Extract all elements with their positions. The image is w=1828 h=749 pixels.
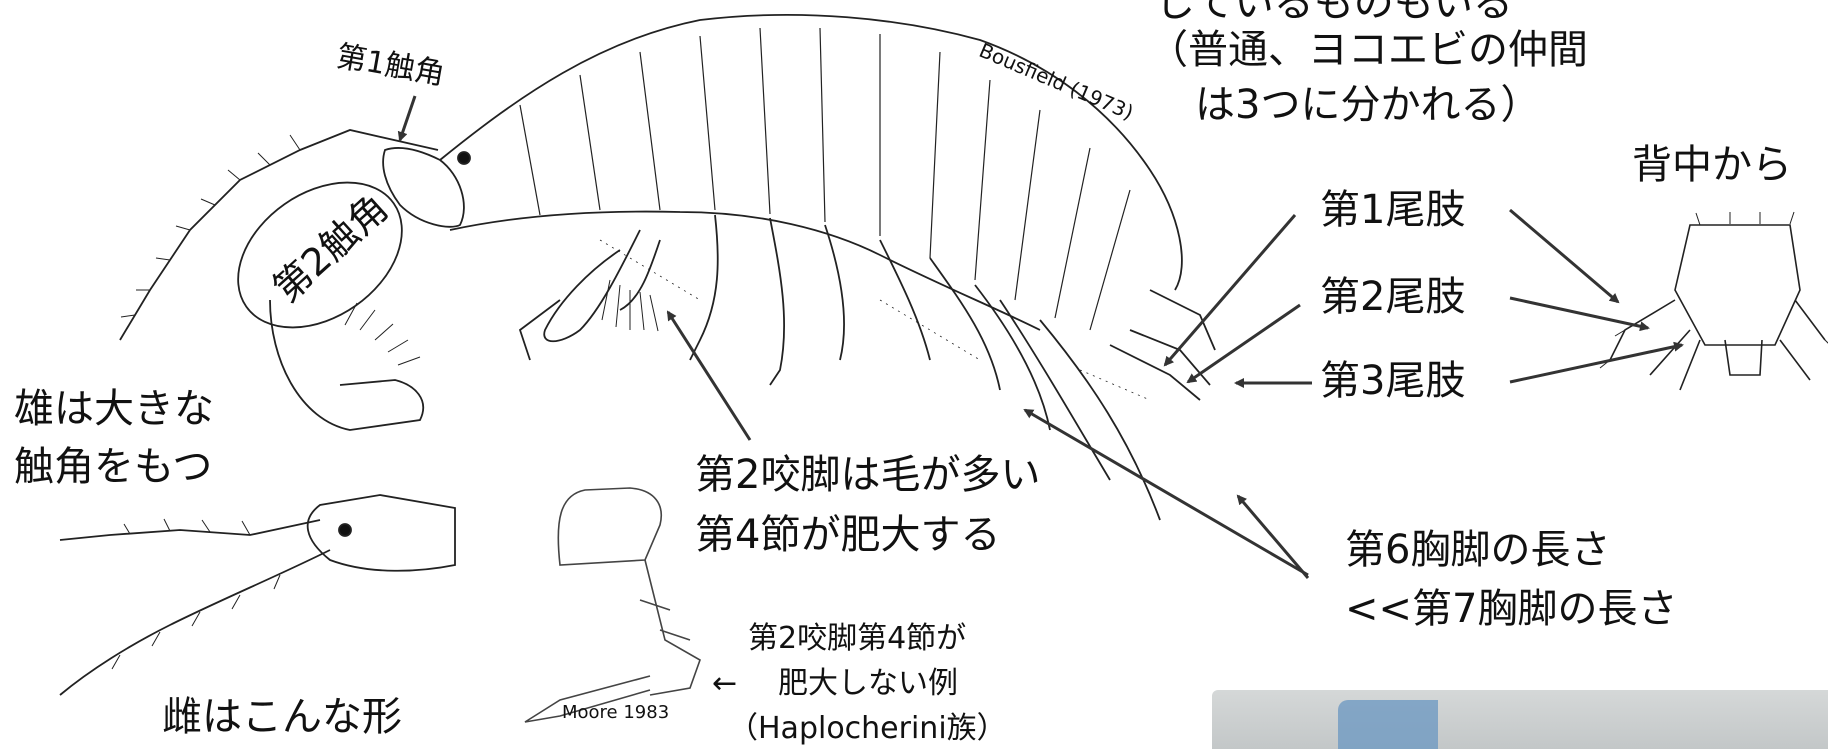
specimen-photo-blue-area (1338, 700, 1438, 749)
top-right-note-line3: は3つに分かれる） (1195, 80, 1540, 130)
female-amphipod-illustration (60, 495, 455, 695)
female-antenna1 (60, 520, 320, 540)
specimen-photo (1212, 690, 1828, 749)
label-male-note-line2: 触角をもつ (14, 442, 212, 492)
arrow-uropod3-dorsal (1510, 345, 1682, 382)
arrow-uropod1-main (1165, 215, 1295, 365)
label-uropod3: 第3尾肢 (1320, 356, 1465, 406)
dorsal-urosome (1675, 225, 1800, 345)
female-setae (112, 519, 280, 669)
body-stipple (600, 240, 1150, 400)
label-uropod1: 第1尾肢 (1320, 185, 1465, 235)
label-female-note: 雌はこんな形 (162, 692, 402, 742)
antenna1-drawing (120, 130, 438, 340)
annotation-arrows (400, 96, 1682, 578)
body-ventral-outline (450, 212, 1040, 330)
female-antenna2 (60, 550, 330, 695)
label-example-line2: 肥大しない例 (778, 665, 958, 703)
arrow-pereopod6 (1025, 410, 1308, 575)
body-dorsal-outline (440, 15, 1182, 290)
label-gnathopod-line1: 第2咬脚は毛が多い (695, 450, 1040, 500)
example-leg-segments (640, 560, 700, 695)
label-dorsal-view: 背中から (1632, 140, 1792, 190)
example-leg-illustration (525, 488, 700, 722)
eye (458, 152, 470, 164)
dorsal-view-illustration (1600, 212, 1828, 390)
female-head (308, 495, 455, 571)
arrow-uropod2-main (1188, 305, 1300, 382)
label-gnathopod-line2: 第4節が肥大する (695, 510, 1000, 560)
label-example-line1: 第2咬脚第4節が (748, 620, 966, 658)
arrow-pereopod7 (1238, 496, 1308, 578)
female-eye (339, 524, 351, 536)
top-right-note-line1: しているものもいる (1155, 0, 1513, 28)
antenna2-flagellum (270, 300, 423, 430)
example-leg-basis (558, 488, 661, 565)
arrow-uropod2-dorsal (1510, 298, 1648, 328)
top-right-note-line2: （普通、ヨコエビの仲間 (1148, 25, 1588, 75)
label-pereopod-line1: 第6胸脚の長さ (1345, 525, 1610, 575)
label-example-line3: （Haplocherini族） (728, 710, 1007, 748)
head (383, 148, 464, 227)
example-left-arrow: ← (712, 665, 737, 703)
arrow-gnathopod (668, 312, 750, 440)
arrow-antenna1 (400, 96, 415, 140)
arrow-uropod1-dorsal (1510, 210, 1618, 302)
gnathopod2-drawing (520, 230, 660, 360)
label-male-note-line1: 雄は大きな (14, 384, 214, 434)
label-pereopod-line2: <<第7胸脚の長さ (1345, 584, 1677, 634)
label-uropod2: 第2尾肢 (1320, 272, 1465, 322)
credit-moore: Moore 1983 (562, 702, 669, 725)
antenna1-setae (121, 135, 300, 317)
antenna2-setae (345, 303, 420, 365)
uropods-drawing (1110, 290, 1215, 400)
